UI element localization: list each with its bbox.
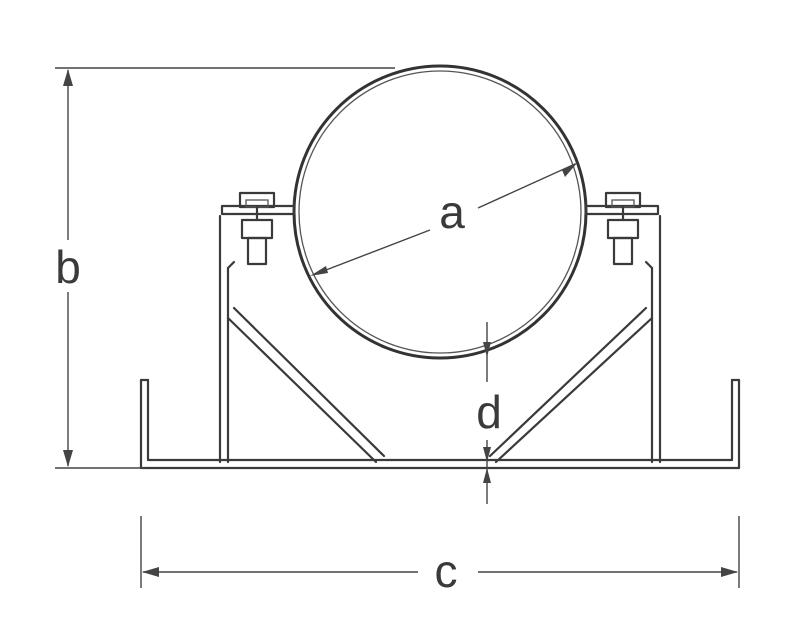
label-a: a bbox=[439, 186, 465, 238]
brace-left bbox=[226, 306, 386, 464]
pipe-clamp-inner bbox=[298, 70, 582, 354]
base-channel bbox=[139, 378, 741, 470]
label-d: d bbox=[476, 386, 502, 438]
nut-left-bottom bbox=[240, 218, 274, 240]
dimension-c bbox=[140, 516, 740, 588]
dimension-a bbox=[310, 162, 578, 276]
upright-right bbox=[644, 214, 662, 464]
label-c: c bbox=[435, 545, 458, 597]
clamp-ear-left bbox=[220, 191, 296, 266]
nut-right-bottom bbox=[606, 218, 640, 240]
bolt-left bbox=[246, 236, 268, 266]
brace-right bbox=[488, 306, 654, 464]
label-b: b bbox=[55, 241, 81, 293]
upright-left bbox=[218, 214, 236, 464]
dimension-b bbox=[55, 67, 395, 469]
dimension-d bbox=[483, 322, 491, 504]
bolt-right bbox=[612, 236, 634, 266]
clamp-ear-right bbox=[584, 191, 660, 266]
